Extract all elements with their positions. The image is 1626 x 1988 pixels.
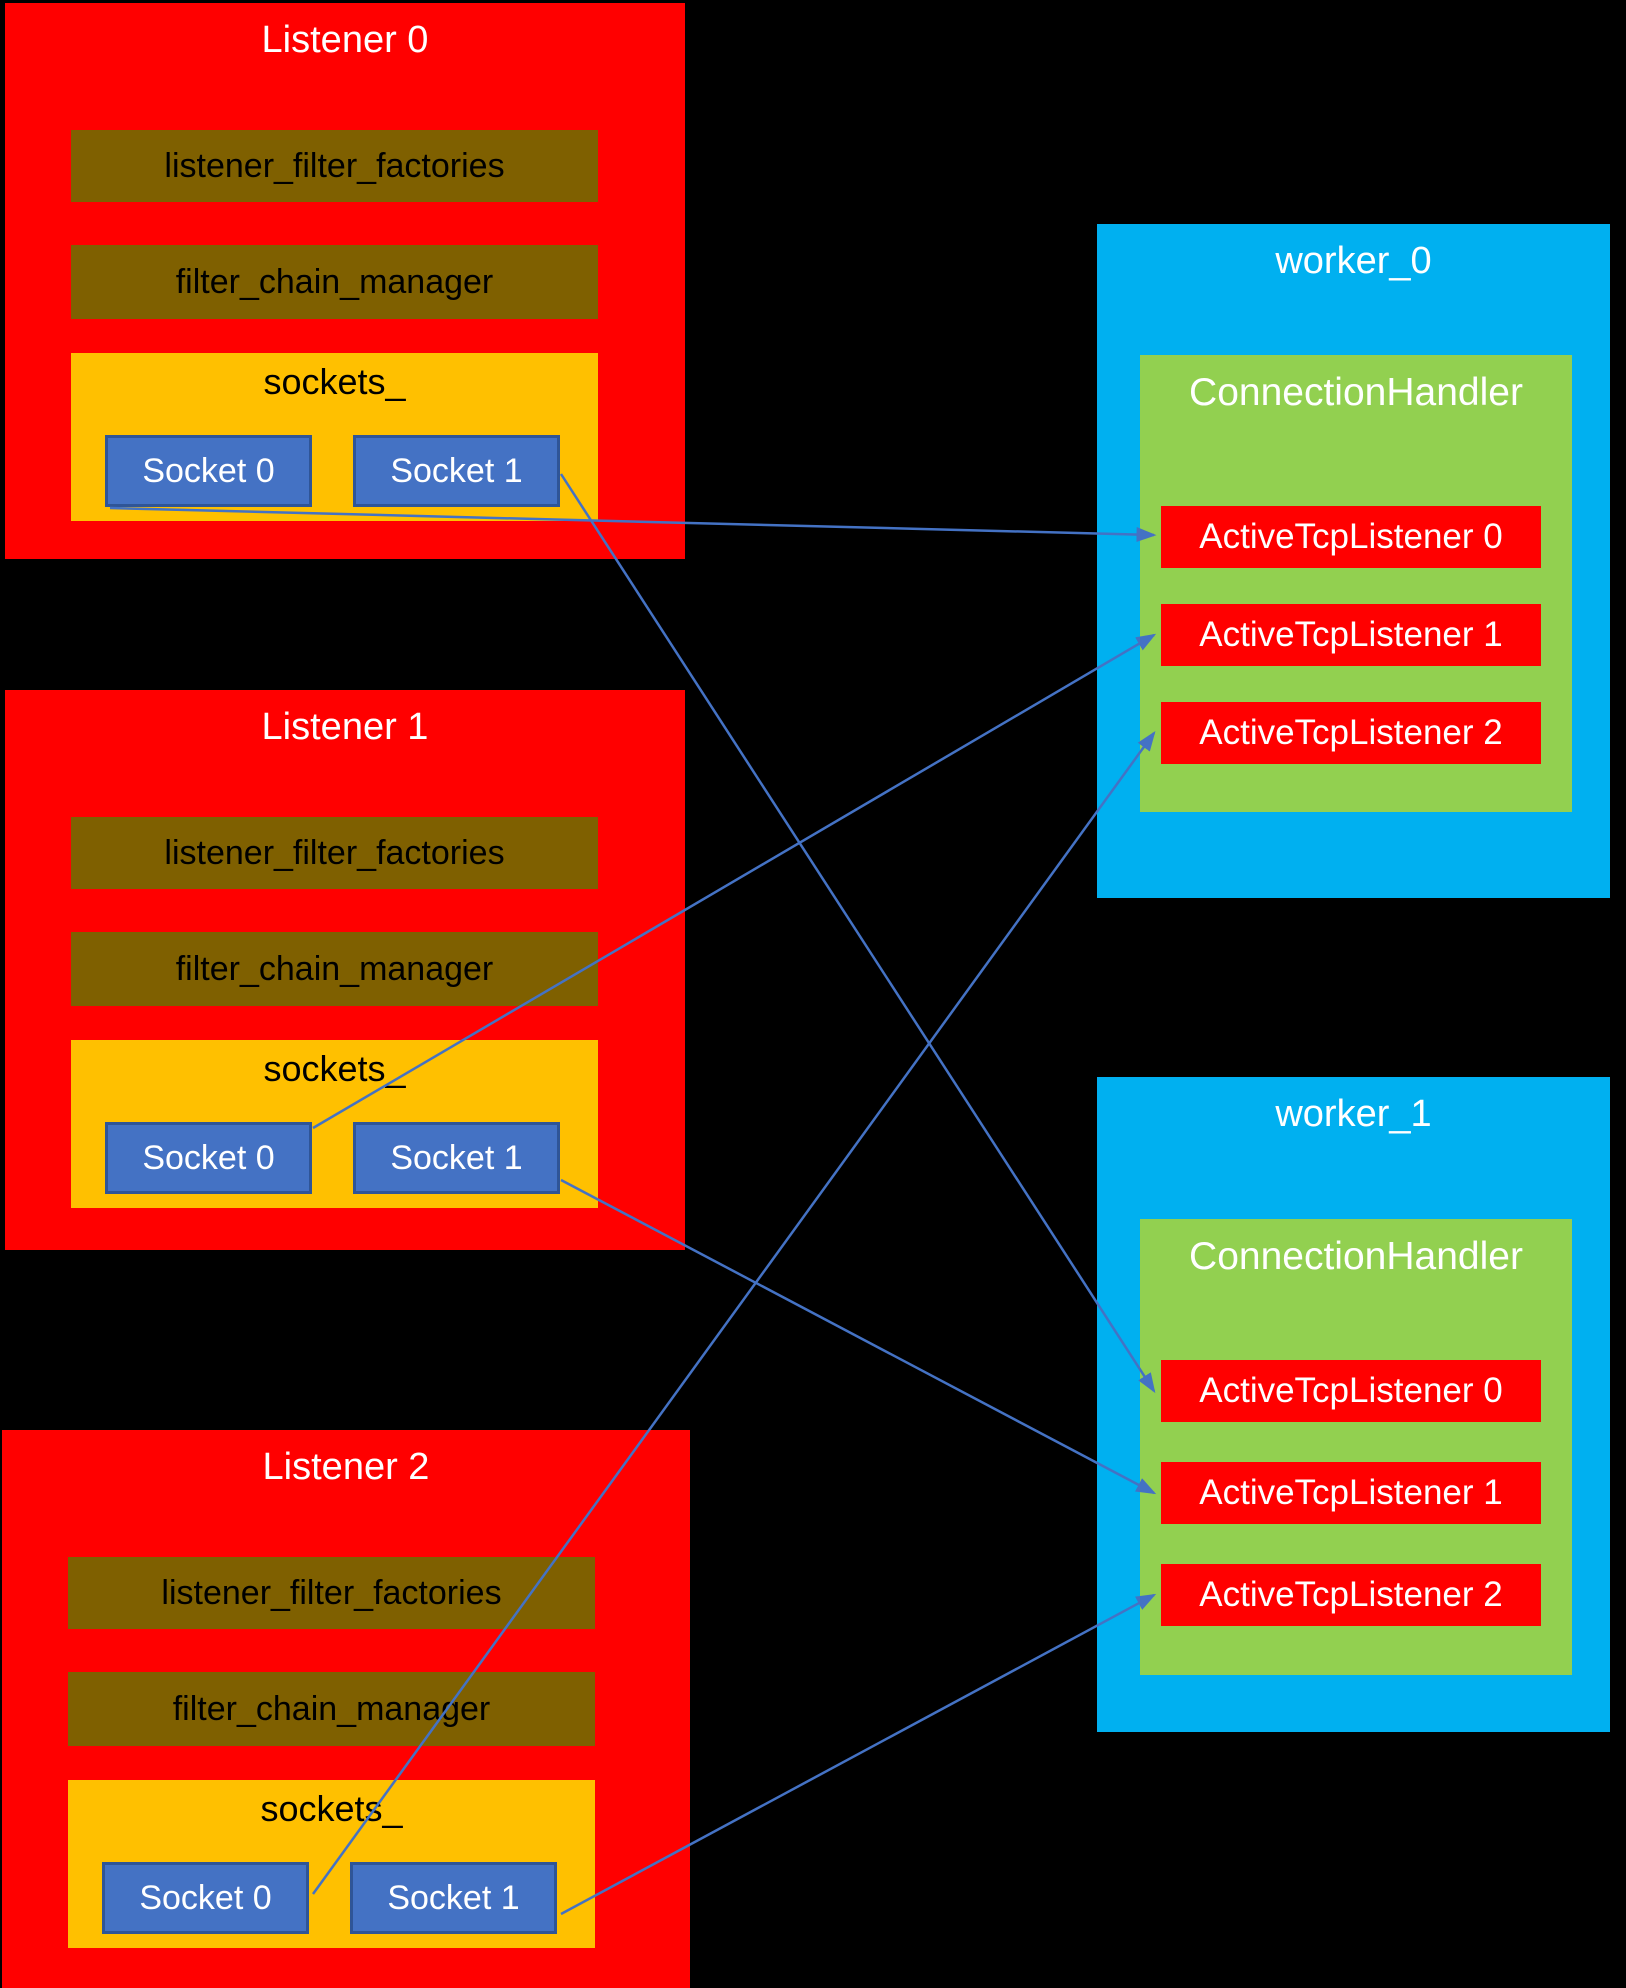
listener-2-box: Listener 2 listener_filter_factories fil… — [2, 1430, 690, 1988]
listener-1-filter-chain-manager: filter_chain_manager — [71, 932, 598, 1006]
listener-1-box: Listener 1 listener_filter_factories fil… — [5, 690, 685, 1250]
worker-1-title: worker_1 — [1275, 1093, 1432, 1135]
listener-2-sockets-box: sockets_ Socket 0 Socket 1 — [68, 1780, 595, 1948]
worker-0-title: worker_0 — [1275, 240, 1432, 282]
listener-0-sockets-label: sockets_ — [263, 361, 406, 402]
listener-2-socket-1: Socket 1 — [350, 1862, 557, 1934]
listener-0-socket-0: Socket 0 — [105, 435, 312, 507]
worker-0-active-tcp-listener-2: ActiveTcpListener 2 — [1161, 702, 1541, 764]
listener-0-filter-factories: listener_filter_factories — [71, 130, 598, 202]
listener-0-sockets-box: sockets_ Socket 0 Socket 1 — [71, 353, 598, 521]
listener-1-socket-0: Socket 0 — [105, 1122, 312, 1194]
worker-0-active-tcp-listener-1: ActiveTcpListener 1 — [1161, 604, 1541, 666]
listener-1-sockets-label: sockets_ — [263, 1048, 406, 1089]
worker-1-box: worker_1 ConnectionHandler ActiveTcpList… — [1097, 1077, 1610, 1732]
worker-0-box: worker_0 ConnectionHandler ActiveTcpList… — [1097, 224, 1610, 898]
listener-2-filter-chain-manager: filter_chain_manager — [68, 1672, 595, 1746]
listener-2-title: Listener 2 — [262, 1446, 430, 1488]
worker-0-connection-handler-label: ConnectionHandler — [1189, 371, 1523, 414]
listener-1-title: Listener 1 — [261, 706, 429, 748]
listener-2-filter-factories: listener_filter_factories — [68, 1557, 595, 1629]
listener-1-socket-1: Socket 1 — [353, 1122, 560, 1194]
listener-2-sockets-label: sockets_ — [260, 1788, 403, 1829]
listener-1-sockets-box: sockets_ Socket 0 Socket 1 — [71, 1040, 598, 1208]
listener-0-title: Listener 0 — [261, 19, 429, 61]
worker-1-connection-handler-box: ConnectionHandler ActiveTcpListener 0 Ac… — [1140, 1219, 1572, 1675]
worker-1-active-tcp-listener-0: ActiveTcpListener 0 — [1161, 1360, 1541, 1422]
listener-2-socket-0: Socket 0 — [102, 1862, 309, 1934]
listener-0-filter-chain-manager: filter_chain_manager — [71, 245, 598, 319]
listener-0-socket-1: Socket 1 — [353, 435, 560, 507]
worker-1-connection-handler-label: ConnectionHandler — [1189, 1235, 1523, 1278]
worker-1-active-tcp-listener-1: ActiveTcpListener 1 — [1161, 1462, 1541, 1524]
worker-0-connection-handler-box: ConnectionHandler ActiveTcpListener 0 Ac… — [1140, 355, 1572, 812]
listener-1-filter-factories: listener_filter_factories — [71, 817, 598, 889]
listener-0-box: Listener 0 listener_filter_factories fil… — [5, 3, 685, 559]
worker-0-active-tcp-listener-0: ActiveTcpListener 0 — [1161, 506, 1541, 568]
worker-1-active-tcp-listener-2: ActiveTcpListener 2 — [1161, 1564, 1541, 1626]
